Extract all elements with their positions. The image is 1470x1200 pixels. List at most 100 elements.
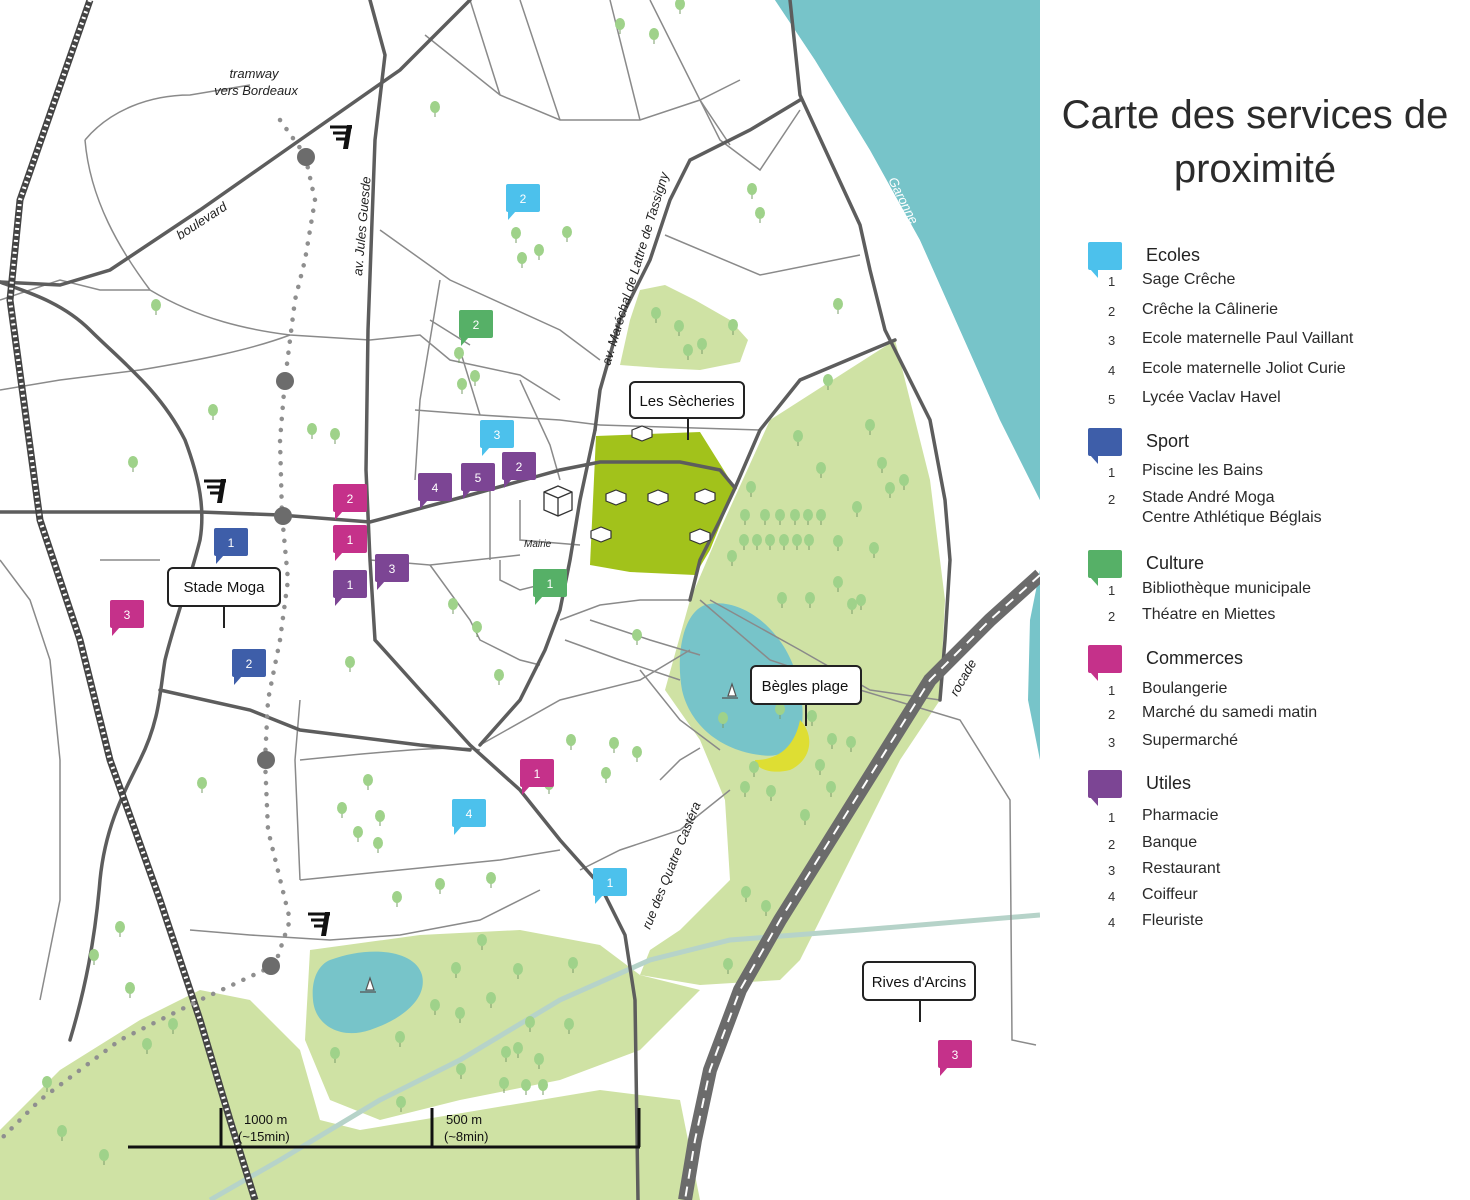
legend-item-number: 1 bbox=[1108, 810, 1116, 825]
legend-title-line1: Carte des services de bbox=[1061, 93, 1449, 137]
tree-icon bbox=[392, 891, 402, 903]
tram-icon bbox=[330, 125, 352, 149]
marker-bubble bbox=[520, 759, 554, 787]
legend-item-label: Fleuriste bbox=[1142, 912, 1204, 929]
marker-bubble bbox=[333, 570, 367, 598]
marker-commerce-3b[interactable]: 3 bbox=[938, 1040, 972, 1076]
marker-utile-5[interactable]: 5 bbox=[461, 463, 495, 499]
marker-ecole-1[interactable]: 1 bbox=[593, 868, 627, 904]
tree-icon bbox=[395, 1031, 405, 1043]
tree-icon bbox=[57, 1125, 67, 1137]
tram-stop[interactable] bbox=[297, 148, 315, 166]
tram-stop[interactable] bbox=[276, 372, 294, 390]
tram-icon bbox=[204, 479, 226, 503]
tree-icon bbox=[501, 1046, 511, 1058]
marker-sport-1[interactable]: 1 bbox=[214, 528, 248, 564]
legend-item-label: Crêche la Câlinerie bbox=[1142, 301, 1279, 318]
marker-number: 1 bbox=[534, 767, 541, 781]
legend-item-number: 2 bbox=[1108, 609, 1116, 624]
tree-icon bbox=[534, 244, 544, 256]
tree-icon bbox=[513, 1042, 523, 1054]
marker-number: 2 bbox=[520, 192, 527, 206]
tree-icon bbox=[115, 921, 125, 933]
tree-icon bbox=[766, 785, 776, 797]
legend-item-number: 4 bbox=[1108, 915, 1116, 930]
legend-category-commerces: Commerces bbox=[1088, 645, 1448, 681]
tree-icon bbox=[727, 550, 737, 562]
tree-icon bbox=[827, 733, 837, 745]
tree-icon bbox=[804, 534, 814, 546]
marker-number: 5 bbox=[475, 471, 482, 485]
tree-icon bbox=[330, 428, 340, 440]
marker-culture-2[interactable]: 2 bbox=[459, 310, 493, 346]
tram-stop[interactable] bbox=[274, 507, 292, 525]
tree-icon bbox=[865, 419, 875, 431]
marker-ecole-3[interactable]: 3 bbox=[480, 420, 514, 456]
tree-icon bbox=[455, 1007, 465, 1019]
tree-icon bbox=[885, 482, 895, 494]
marker-commerce-1b[interactable]: 1 bbox=[520, 759, 554, 795]
marker-bubble bbox=[110, 600, 144, 628]
marker-utile-2[interactable]: 2 bbox=[502, 452, 536, 488]
tree-icon bbox=[741, 886, 751, 898]
marker-bubble bbox=[232, 649, 266, 677]
place-begles-plage[interactable]: Bègles plage bbox=[750, 665, 862, 726]
tree-icon bbox=[454, 347, 464, 359]
legend-item-label: Restaurant bbox=[1142, 860, 1221, 877]
place-rives-arcins[interactable]: Rives d'Arcins bbox=[862, 961, 976, 1022]
tree-icon bbox=[609, 737, 619, 749]
legend-item-number: 2 bbox=[1108, 837, 1116, 852]
marker-utile-4[interactable]: 4 bbox=[418, 473, 452, 509]
tram-stop[interactable] bbox=[257, 751, 275, 769]
scale-label-1000: 1000 m bbox=[244, 1112, 287, 1127]
marker-commerce-1a[interactable]: 1 bbox=[333, 525, 367, 561]
tram-stop[interactable] bbox=[262, 957, 280, 975]
marker-bubble bbox=[418, 473, 452, 501]
marker-utile-1[interactable]: 1 bbox=[333, 570, 367, 606]
tree-icon bbox=[877, 457, 887, 469]
marker-utile-3[interactable]: 3 bbox=[375, 554, 409, 590]
tree-icon bbox=[728, 319, 738, 331]
marker-number: 1 bbox=[228, 536, 235, 550]
tree-icon bbox=[899, 474, 909, 486]
marker-bubble bbox=[333, 525, 367, 553]
marker-tail bbox=[216, 555, 224, 564]
marker-sport-2[interactable]: 2 bbox=[232, 649, 266, 685]
tree-icon bbox=[456, 1063, 466, 1075]
main-roads bbox=[0, 0, 952, 1200]
marker-commerce-2[interactable]: 2 bbox=[333, 484, 367, 520]
tree-icon bbox=[534, 1053, 544, 1065]
map-canvas[interactable]: 1000 m (~15min) 500 m (~8min) tramway ve… bbox=[0, 0, 1040, 1200]
tree-icon bbox=[477, 934, 487, 946]
place-stade-moga[interactable]: Stade Moga bbox=[167, 567, 281, 628]
tree-icon bbox=[451, 962, 461, 974]
legend-swatch bbox=[1088, 242, 1122, 278]
tree-icon bbox=[511, 227, 521, 239]
marker-commerce-3a[interactable]: 3 bbox=[110, 600, 144, 636]
legend-item-label: Pharmacie bbox=[1142, 807, 1219, 824]
marker-ecole-2[interactable]: 2 bbox=[506, 184, 540, 220]
place-secheries[interactable]: Les Sècheries bbox=[629, 381, 745, 440]
place-secheries-label: Les Sècheries bbox=[639, 393, 734, 410]
rocade-highway bbox=[678, 569, 1040, 1200]
marker-bubble bbox=[333, 484, 367, 512]
legend-item-label: Centre Athlétique Béglais bbox=[1142, 509, 1322, 526]
marker-culture-1[interactable]: 1 bbox=[533, 569, 567, 605]
marker-tail bbox=[508, 211, 516, 220]
tree-icon bbox=[856, 594, 866, 606]
legend-item-number: 2 bbox=[1108, 304, 1116, 319]
legend-item-number: 5 bbox=[1108, 392, 1116, 407]
tree-icon bbox=[674, 320, 684, 332]
marker-tail bbox=[535, 596, 543, 605]
tree-icon bbox=[752, 534, 762, 546]
boat-icon bbox=[722, 682, 738, 699]
tree-icon bbox=[800, 809, 810, 821]
tree-icon bbox=[740, 781, 750, 793]
marker-ecole-4[interactable]: 4 bbox=[452, 799, 486, 835]
marker-bubble bbox=[461, 463, 495, 491]
service-markers: 2 3 4 1 2 1 4 5 2 1 3 2 1 3 1 3 1 2 bbox=[110, 184, 972, 1076]
marker-tail bbox=[463, 490, 471, 499]
